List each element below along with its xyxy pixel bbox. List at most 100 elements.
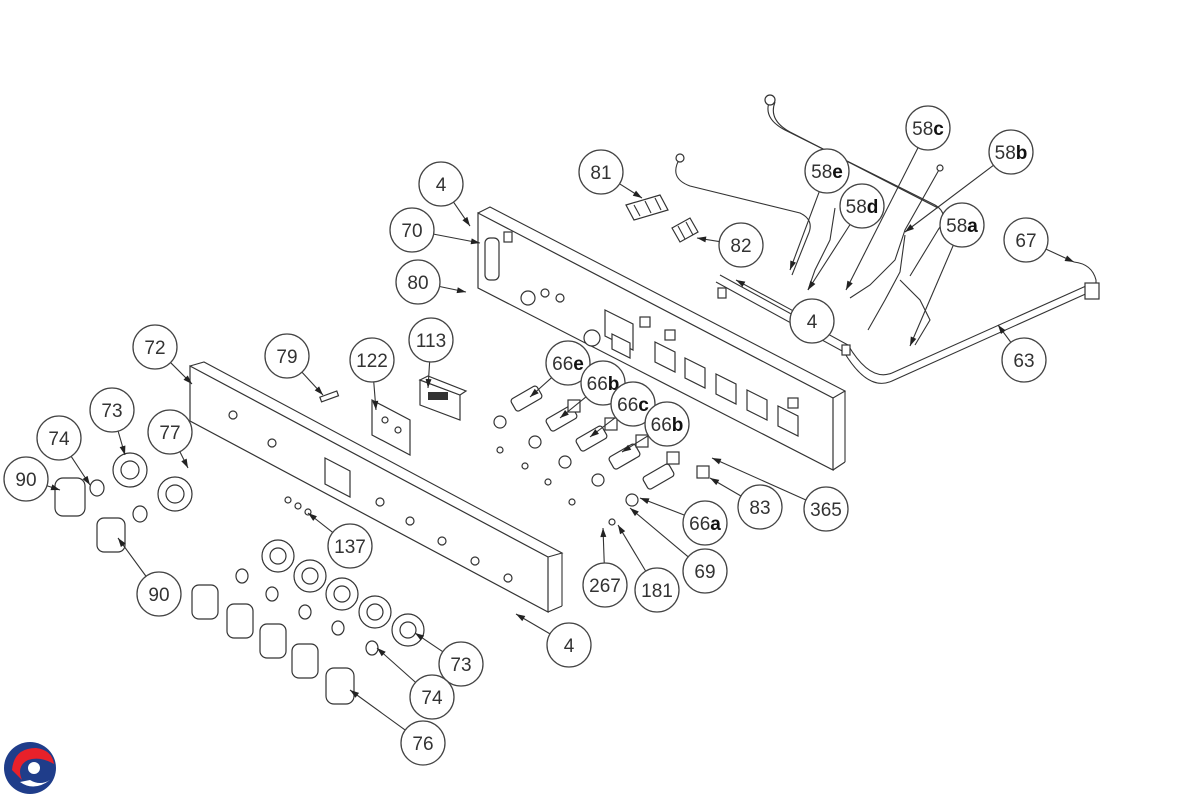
callout-c77: 77 [147,409,193,455]
callout-c58c: 58c [905,105,951,151]
callout-suffix-text: a [710,514,721,535]
callout-number: 66b [587,374,620,395]
callout-c4b: 4 [789,298,835,344]
callout-number-text: 69 [694,562,715,583]
callout-number-text: 66 [617,395,638,416]
leader-arrow-c70 [470,238,480,245]
callout-c90a: 90 [3,456,49,502]
callout-number-text: 80 [407,273,428,294]
callout-circle [1003,217,1049,263]
callout-number: 365 [810,500,842,521]
leader-arrow-c58e [790,260,796,270]
callout-number: 137 [334,537,366,558]
callout-c74a: 74 [36,415,82,461]
rear-panel [477,206,847,471]
leader-arrow-c66e [530,388,539,397]
leader-arrow-c113 [425,378,432,388]
callout-number-text: 76 [412,734,433,755]
callout-c4c: 4 [546,622,592,668]
leader-arrow-c73a [119,445,126,455]
callout-c76: 76 [400,720,446,766]
callout-number: 113 [416,331,446,352]
callout-number-text: 137 [334,537,366,558]
callout-circle [546,622,592,668]
callout-number: 181 [641,581,673,602]
leader-arrow-c74b [377,648,386,657]
callout-number-text: 113 [416,331,446,352]
callout-c66e: 66e [545,340,591,386]
knob-set [54,452,425,705]
callout-number-text: 267 [589,576,621,597]
leader-arrow-c267 [600,528,607,538]
callout-circle [1001,337,1047,383]
callout-c69: 69 [682,548,728,594]
leader-arrow-c66c [590,429,599,437]
leader-arrow-c90a [50,484,60,491]
leader-line-c58a [909,244,954,347]
callout-number-text: 58 [995,143,1016,164]
callout-suffix-text: e [573,354,584,375]
leader-arrow-c74a [82,475,90,485]
callout-c181: 181 [634,567,680,613]
callout-number: 81 [590,163,611,184]
callout-number-text: 4 [436,175,447,196]
leader-line-c58e [789,191,820,271]
leader-arrow-c122 [372,400,379,410]
callout-c267: 267 [582,562,628,608]
callout-circle [36,415,82,461]
leader-arrow-c69 [630,508,639,517]
callout-circle [327,523,373,569]
callout-number-text: 4 [807,312,818,333]
leader-arrow-c4c [516,614,526,622]
callout-number: 4 [807,312,818,333]
callout-circle [264,333,310,379]
callout-circle [418,161,464,207]
callout-number-text: 365 [810,500,842,521]
callout-circle [804,148,850,194]
callout-circle [803,486,849,532]
callout-number: 4 [436,175,447,196]
callout-circle [839,183,885,229]
callout-circle [136,571,182,617]
callout-circle [132,324,178,370]
callout-number: 77 [159,423,180,444]
leader-arrow-c83 [710,478,720,486]
callout-number-text: 77 [159,423,180,444]
front-control-panel [189,361,564,614]
gas-manifold-tube [715,261,1100,384]
callout-number: 67 [1015,231,1036,252]
leader-line-c58b [904,164,994,233]
callout-number-text: 73 [450,655,471,676]
leader-arrow-c82 [697,236,707,243]
callout-suffix-text: b [672,415,684,436]
callout-suffix-text: b [608,374,620,395]
callout-c58d: 58d [839,183,885,229]
callout-circle [682,500,728,546]
callout-c74b: 74 [409,674,455,720]
callout-number: 74 [421,688,443,709]
callout-c73a: 73 [89,387,135,433]
callout-c90b: 90 [136,571,182,617]
callout-number-text: 73 [101,401,122,422]
leader-line-c69 [629,507,689,558]
leader-line-c4b [735,279,793,312]
callout-circle [737,484,783,530]
callout-number: 58b [995,143,1028,164]
callout-number: 58d [846,197,879,218]
callout-c67: 67 [1003,217,1049,263]
callout-c70: 70 [389,207,435,253]
callout-number-text: 122 [356,351,388,372]
callout-number: 66b [651,415,684,436]
callout-circle [3,456,49,502]
callout-suffix-text: d [867,197,879,218]
callout-number-text: 82 [730,236,751,257]
callout-number: 69 [694,562,715,583]
leader-arrow-c66b1 [560,409,569,418]
callout-c66b1: 66b [580,360,626,406]
callout-number: 58a [946,216,978,237]
callout-circle [408,317,454,363]
leader-arrow-c58a [910,336,917,346]
callout-suffix-text: a [967,216,978,237]
callout-c58b: 58b [988,129,1034,175]
